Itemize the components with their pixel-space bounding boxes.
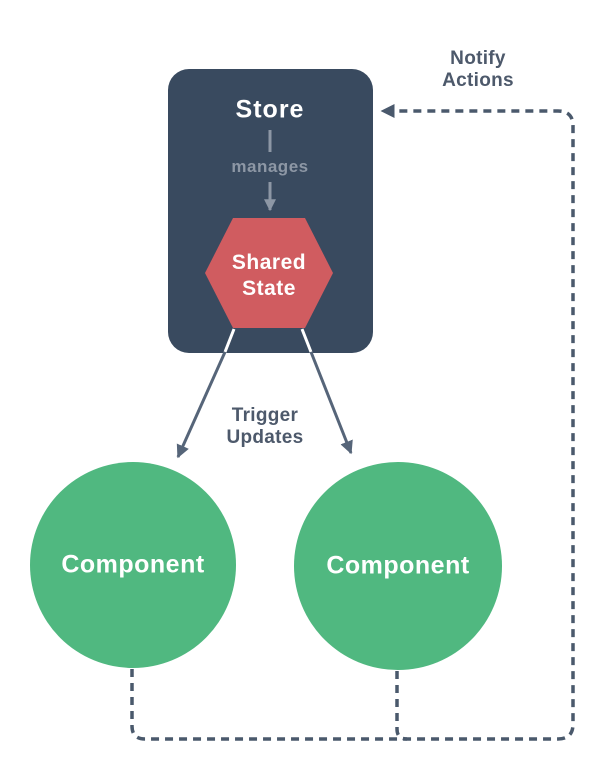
notify-actions-label: Notify Actions — [442, 48, 514, 91]
component-right-dashed-stub — [395, 671, 408, 741]
shared-state-hexagon — [205, 218, 333, 328]
component-label-right: Component — [326, 551, 470, 580]
trigger-arrow-right — [309, 351, 353, 455]
trigger-updates-label: Trigger Updates — [226, 405, 304, 448]
trigger-arrow-right-inner — [300, 328, 313, 353]
store-title: Store — [235, 95, 305, 124]
component-circle-right — [294, 462, 502, 670]
component-label-left: Component — [61, 550, 205, 579]
manages-label: manages — [231, 157, 309, 176]
component-circle-left — [30, 462, 236, 668]
shared-state-label: Shared State — [231, 251, 307, 300]
trigger-arrow-left — [176, 351, 227, 459]
trigger-arrow-left-inner — [223, 328, 236, 353]
notify-dashed-loop — [130, 104, 575, 741]
